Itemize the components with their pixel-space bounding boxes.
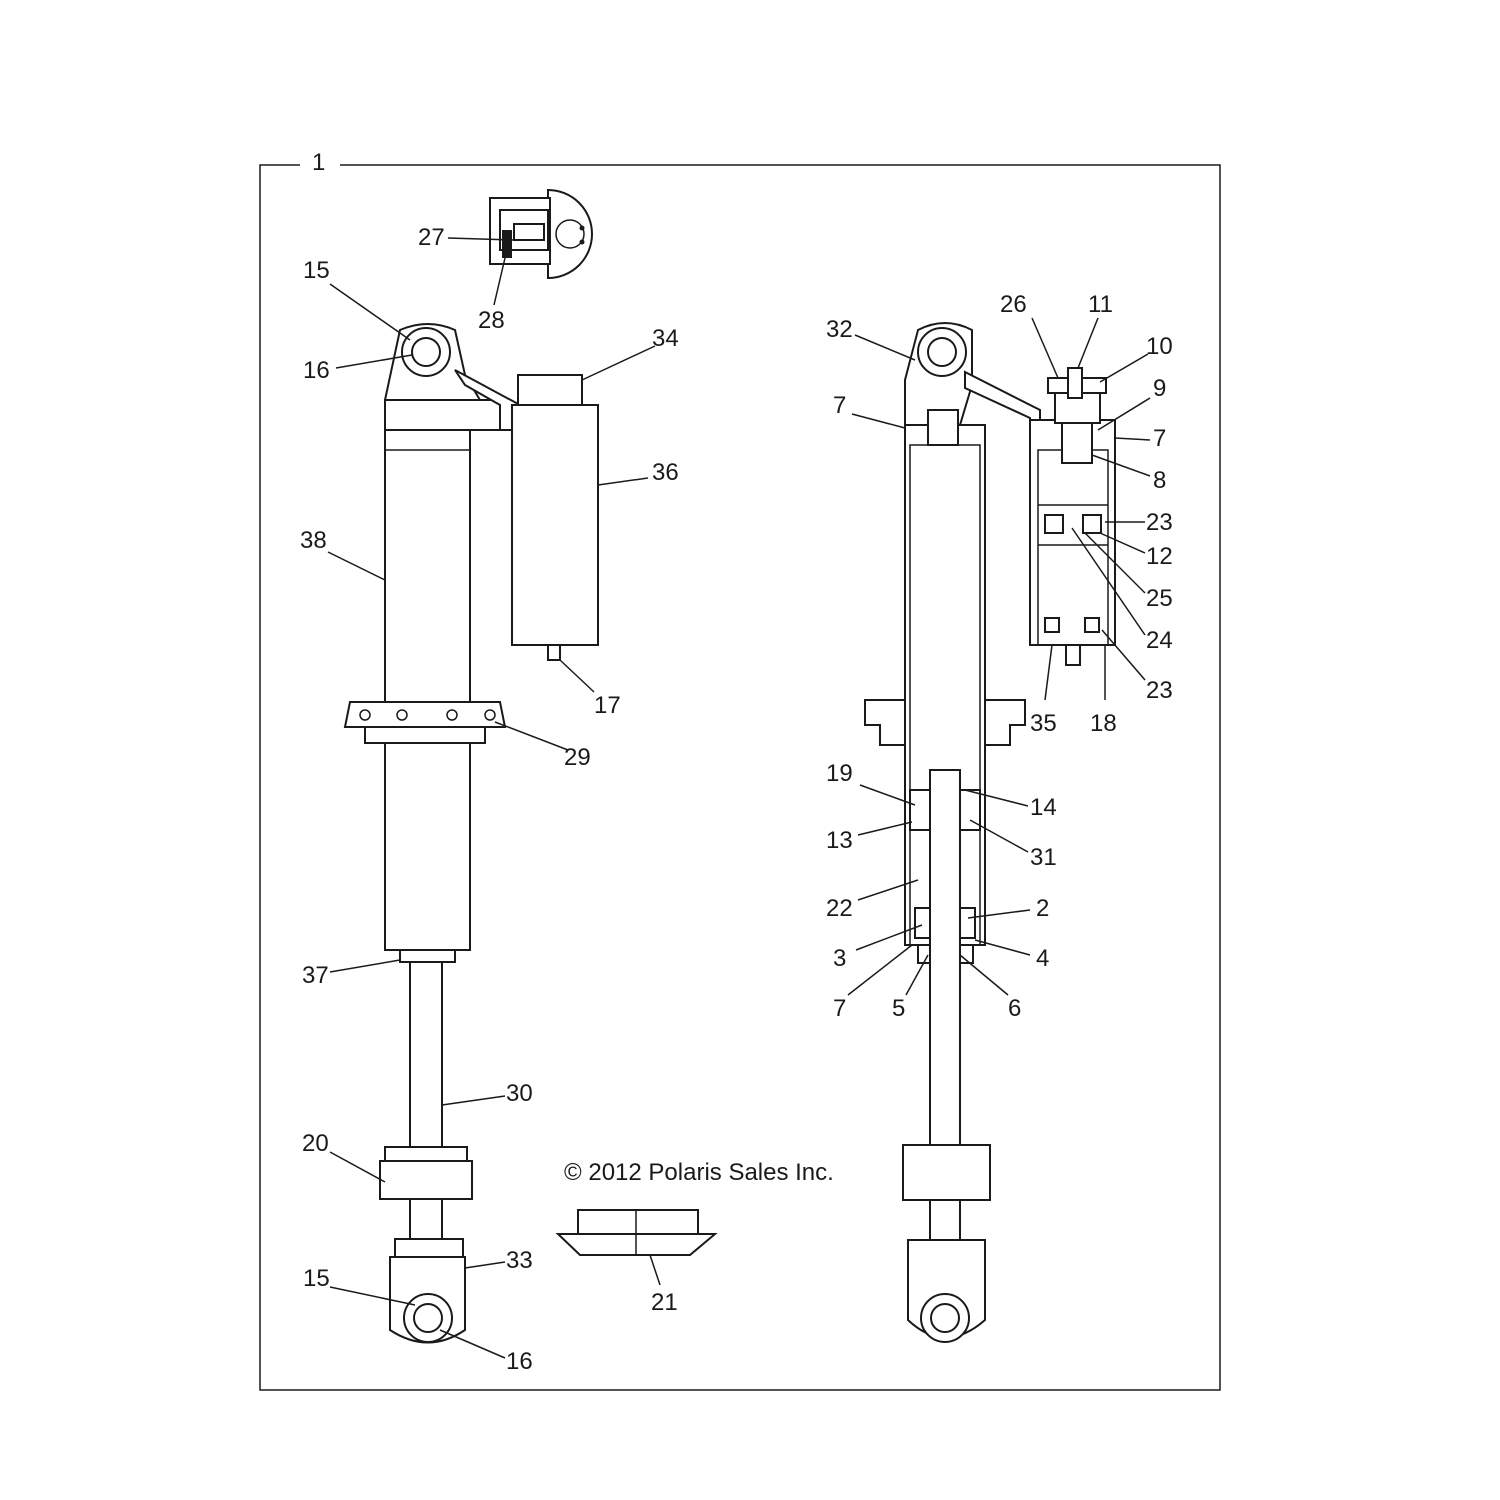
callout-26: 26: [1000, 291, 1027, 318]
callout-15: 15: [303, 257, 330, 284]
shock-cross-section-view: [864, 322, 1116, 1343]
callout-3: 3: [833, 945, 846, 972]
callout-10: 10: [1146, 333, 1173, 360]
callout-23-lower: 23: [1146, 677, 1173, 704]
callout-25: 25: [1146, 585, 1173, 612]
callout-36: 36: [652, 459, 679, 486]
callout-23-upper: 23: [1146, 509, 1173, 536]
callout-4: 4: [1036, 945, 1049, 972]
callout-30: 30: [506, 1080, 533, 1107]
callout-12: 12: [1146, 543, 1173, 570]
reservoir-cap-detail: [489, 188, 593, 280]
callout-31: 31: [1030, 844, 1057, 871]
callout-22: 22: [826, 895, 853, 922]
callout-37: 37: [302, 962, 329, 989]
callout-16: 16: [303, 357, 330, 384]
spring-seat-detail: [555, 1209, 718, 1256]
callout-13: 13: [826, 827, 853, 854]
callout-15-lower: 15: [303, 1265, 330, 1292]
callout-5: 5: [892, 995, 905, 1022]
callout-14: 14: [1030, 794, 1057, 821]
shock-external-view: [343, 323, 599, 1344]
frame-label: 1: [312, 149, 325, 176]
callout-17: 17: [594, 692, 621, 719]
callout-32: 32: [826, 316, 853, 343]
callout-34: 34: [652, 325, 679, 352]
callout-21: 21: [651, 1289, 678, 1316]
callout-35: 35: [1030, 710, 1057, 737]
callout-27: 27: [418, 224, 445, 251]
callout-7-top-left: 7: [833, 392, 846, 419]
callout-9: 9: [1153, 375, 1166, 402]
copyright-notice: © 2012 Polaris Sales Inc.: [564, 1159, 834, 1186]
callout-24: 24: [1146, 627, 1173, 654]
callout-labels: 27 28 15 16 34 36 38 17 29 37 30 20 33 1…: [300, 224, 1173, 1375]
callout-leader-lines: [327, 237, 1151, 1359]
callout-19: 19: [826, 760, 853, 787]
callout-33: 33: [506, 1247, 533, 1274]
callout-29: 29: [564, 744, 591, 771]
callout-6: 6: [1008, 995, 1021, 1022]
callout-2: 2: [1036, 895, 1049, 922]
callout-38: 38: [300, 527, 327, 554]
diagram-frame: [259, 164, 1221, 1391]
callout-8: 8: [1153, 467, 1166, 494]
callout-28: 28: [478, 307, 505, 334]
callout-11: 11: [1088, 291, 1113, 318]
callout-7-reservoir: 7: [1153, 425, 1166, 452]
callout-20: 20: [302, 1130, 329, 1157]
callout-16-lower: 16: [506, 1348, 533, 1375]
callout-7-bottom: 7: [833, 995, 846, 1022]
callout-18: 18: [1090, 710, 1117, 737]
